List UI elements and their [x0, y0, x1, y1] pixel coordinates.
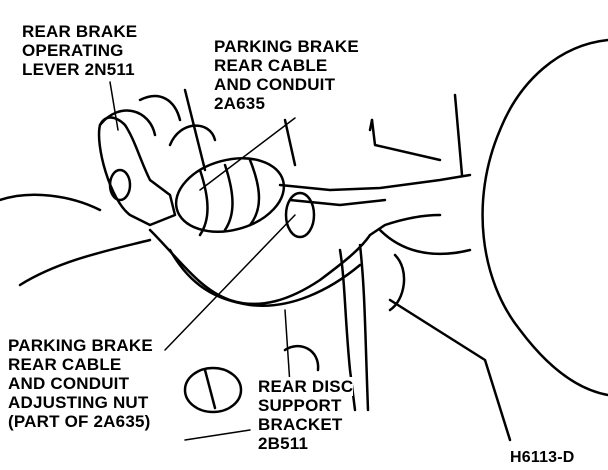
label-line: REAR CABLE [214, 56, 328, 75]
label-line: (PART OF 2A635) [8, 412, 151, 431]
round-part [183, 366, 243, 414]
label-line: PARKING BRAKE [8, 336, 153, 355]
label-line: 2B511 [258, 434, 309, 453]
label-operating-lever: REAR BRAKE OPERATING LEVER 2N511 [22, 22, 138, 79]
label-line: REAR CABLE [8, 355, 122, 374]
label-line: OPERATING [22, 41, 124, 60]
hub-line [453, 93, 464, 177]
label-adjusting-nut: PARKING BRAKE REAR CABLE AND CONDUIT ADJ… [8, 336, 153, 431]
label-line: ADJUSTING NUT [8, 393, 149, 412]
label-line: AND CONDUIT [8, 374, 130, 393]
operating-lever [97, 116, 177, 227]
label-line: REAR DISC [258, 377, 354, 396]
adjusting-nut-shape [284, 191, 316, 239]
label-support-bracket: REAR DISC SUPPORT BRACKET 2B511 [258, 377, 354, 453]
label-line: LEVER 2N511 [22, 60, 135, 79]
label-line: AND CONDUIT [214, 75, 336, 94]
tire-outline [481, 38, 608, 397]
support-bracket [148, 213, 442, 306]
cable-boot [174, 157, 286, 233]
label-line: PARKING BRAKE [214, 37, 359, 56]
figure-code: H6113-D [510, 448, 575, 467]
label-line: SUPPORT [258, 396, 342, 415]
label-line: 2A635 [214, 94, 266, 113]
label-cable-conduit: PARKING BRAKE REAR CABLE AND CONDUIT 2A6… [214, 37, 359, 113]
rear-cable [278, 173, 472, 192]
label-line: REAR BRAKE [22, 22, 138, 41]
axle-line [370, 118, 442, 162]
label-line: BRACKET [258, 415, 343, 434]
